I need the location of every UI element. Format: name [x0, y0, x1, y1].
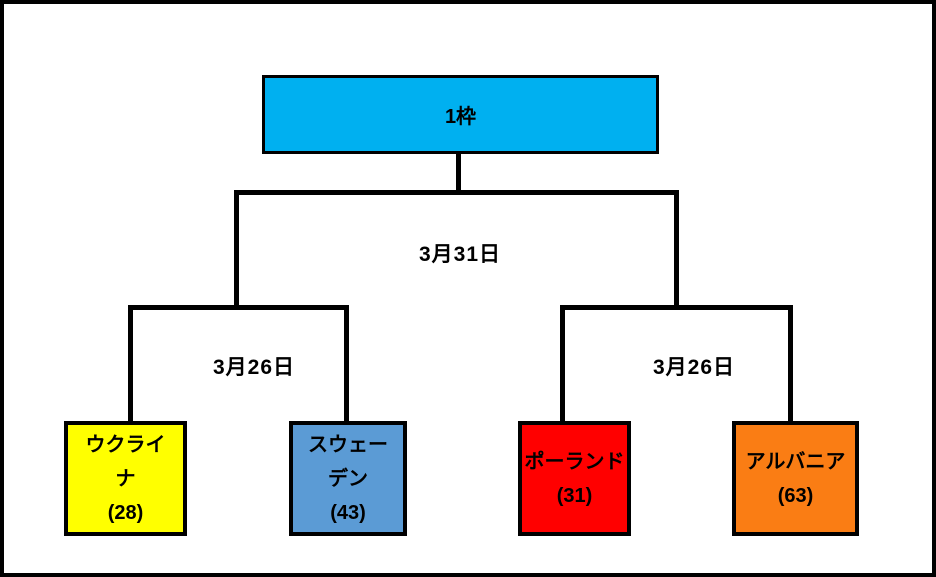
- team-seed: (31): [556, 484, 593, 507]
- team-seed: (63): [777, 484, 814, 507]
- bracket-line-semiright-top: [560, 305, 793, 310]
- bracket-line-semileft-a: [128, 305, 133, 422]
- bracket-line-semiright-a: [560, 305, 565, 422]
- team-box-sweden: スウェー デン (43): [289, 421, 407, 536]
- team-name-line: デン: [328, 467, 368, 490]
- team-name-line: ウクライ: [85, 433, 166, 456]
- bracket-line-stem: [456, 153, 461, 193]
- semifinal-right-date-label: 3月26日: [652, 356, 736, 379]
- bracket-line-semiright-b: [788, 305, 793, 422]
- winner-slot-label: 1枠: [444, 106, 477, 128]
- team-name-line: スウェー: [308, 433, 388, 456]
- team-name-line: ナ: [115, 467, 136, 490]
- bracket-line-final-top: [234, 190, 679, 195]
- team-name-line: アルバニア: [745, 450, 846, 473]
- bracket-line-final-left: [234, 190, 239, 310]
- team-seed: (43): [330, 501, 366, 524]
- bracket-line-semileft-b: [344, 305, 349, 422]
- team-name-line: ポーランド: [524, 450, 625, 473]
- bracket-line-semileft-top: [128, 305, 349, 310]
- team-box-poland: ポーランド (31): [518, 421, 631, 536]
- team-seed: (28): [107, 501, 144, 524]
- team-box-albania: アルバニア (63): [732, 421, 859, 536]
- team-box-ukraine: ウクライ ナ (28): [64, 421, 187, 536]
- final-date-label: 3月31日: [418, 243, 502, 266]
- bracket-line-final-right: [674, 190, 679, 310]
- semifinal-left-date-label: 3月26日: [212, 356, 296, 379]
- winner-slot-box: 1枠: [262, 75, 659, 154]
